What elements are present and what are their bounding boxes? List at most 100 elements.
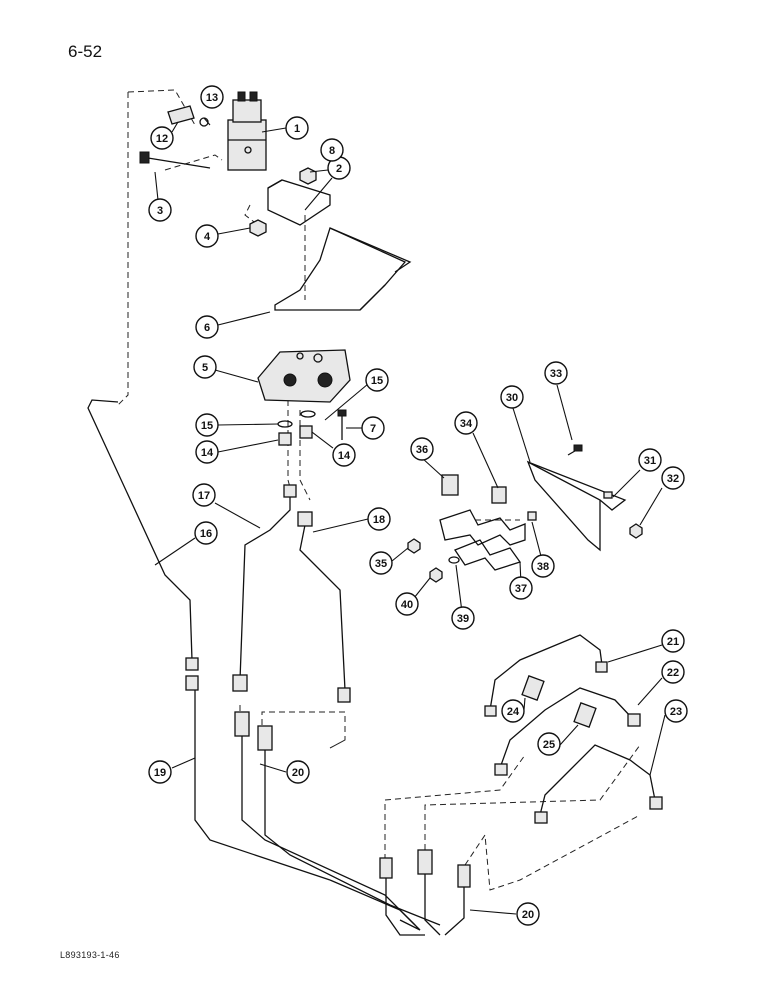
- svg-text:32: 32: [667, 473, 679, 485]
- svg-text:22: 22: [667, 667, 679, 679]
- callout-1: 1: [285, 116, 309, 140]
- callout-25: 25: [537, 732, 561, 756]
- callout-4: 4: [195, 224, 219, 248]
- tube-part-18: [297, 511, 351, 703]
- svg-text:35: 35: [375, 558, 387, 570]
- callout-14a: 14: [195, 440, 219, 464]
- nut-part-4: [249, 219, 267, 237]
- callout-19: 19: [148, 760, 172, 784]
- callout-2: 2: [327, 156, 351, 180]
- clamp-part-37: [439, 509, 526, 571]
- bracket-part-30: [526, 460, 627, 552]
- svg-text:14: 14: [201, 447, 214, 459]
- svg-text:16: 16: [200, 528, 212, 540]
- svg-text:20: 20: [522, 909, 534, 921]
- fittings-part-14: [278, 425, 313, 446]
- callout-13: 13: [200, 85, 224, 109]
- tube-part-22: [494, 687, 641, 776]
- leader-lines: [154, 117, 666, 915]
- tube-part-16: [87, 399, 199, 691]
- callout-7: 7: [361, 416, 385, 440]
- callout-40: 40: [395, 592, 419, 616]
- bolt-part-31: [603, 491, 613, 499]
- callouts: 1 2 3 4 5 6 7 8 12 13 14 14 15 15 16 17 …: [148, 85, 688, 926]
- mounting-plate-part-6: [274, 227, 412, 311]
- svg-text:15: 15: [201, 420, 213, 432]
- washer-part-39: [448, 556, 460, 564]
- callout-14b: 14: [332, 443, 356, 467]
- callout-37: 37: [509, 576, 533, 600]
- figure-reference-code: L893193-1-46: [60, 950, 120, 960]
- svg-text:8: 8: [329, 145, 335, 157]
- control-valve-part-5: [257, 349, 351, 403]
- callout-17: 17: [192, 483, 216, 507]
- svg-text:15: 15: [371, 375, 383, 387]
- callout-23: 23: [664, 699, 688, 723]
- callout-34: 34: [454, 411, 478, 435]
- bracket-part-2: [267, 179, 331, 226]
- callout-16: 16: [194, 521, 218, 545]
- callout-15b: 15: [365, 368, 389, 392]
- fitting-part-12: [167, 105, 209, 127]
- callout-20b: 20: [516, 902, 540, 926]
- callout-3: 3: [148, 198, 172, 222]
- hose-part-20-right: [379, 849, 471, 936]
- svg-text:6: 6: [204, 322, 210, 334]
- svg-text:31: 31: [644, 455, 656, 467]
- tube-part-17: [232, 484, 297, 692]
- callout-35: 35: [369, 551, 393, 575]
- svg-text:5: 5: [202, 362, 208, 374]
- tube-part-21: [484, 634, 608, 717]
- callout-20a: 20: [286, 760, 310, 784]
- callout-39: 39: [451, 606, 475, 630]
- callout-6: 6: [195, 315, 219, 339]
- callout-21: 21: [661, 629, 685, 653]
- svg-text:14: 14: [338, 450, 351, 462]
- callout-31: 31: [638, 448, 662, 472]
- tube-part-23: [534, 744, 663, 824]
- spacer-part-36: [441, 474, 459, 496]
- svg-text:21: 21: [667, 636, 679, 648]
- callout-36: 36: [410, 437, 434, 461]
- callout-22: 22: [661, 660, 685, 684]
- svg-text:39: 39: [457, 613, 469, 625]
- callout-24: 24: [501, 699, 525, 723]
- callout-38: 38: [531, 554, 555, 578]
- svg-text:4: 4: [204, 231, 211, 243]
- svg-text:24: 24: [507, 706, 520, 718]
- bolt-part-33: [567, 444, 583, 456]
- bolt-part-3: [139, 151, 211, 169]
- callout-15a: 15: [195, 413, 219, 437]
- svg-text:25: 25: [543, 739, 555, 751]
- svg-text:12: 12: [156, 133, 168, 145]
- svg-text:1: 1: [294, 123, 300, 135]
- solenoid-valve-part-1: [227, 91, 267, 171]
- svg-text:18: 18: [373, 514, 385, 526]
- fitting-part-25: [573, 702, 597, 728]
- callout-33: 33: [544, 361, 568, 385]
- svg-text:40: 40: [401, 599, 413, 611]
- svg-text:34: 34: [460, 418, 473, 430]
- callout-18: 18: [367, 507, 391, 531]
- nut-part-32: [629, 523, 643, 539]
- nut-part-35: [407, 538, 421, 554]
- bolt-part-7: [337, 409, 347, 440]
- callout-12: 12: [150, 126, 174, 150]
- hose-part-19: [194, 690, 416, 926]
- svg-text:38: 38: [537, 561, 549, 573]
- nut-part-40: [429, 567, 443, 583]
- svg-text:7: 7: [370, 423, 376, 435]
- svg-text:33: 33: [550, 368, 562, 380]
- fitting-part-24: [521, 675, 545, 701]
- svg-text:17: 17: [198, 490, 210, 502]
- callout-8: 8: [320, 138, 344, 162]
- callout-5: 5: [193, 355, 217, 379]
- svg-text:19: 19: [154, 767, 166, 779]
- svg-text:36: 36: [416, 444, 428, 456]
- svg-text:30: 30: [506, 392, 518, 404]
- svg-text:23: 23: [670, 706, 682, 718]
- svg-text:20: 20: [292, 767, 304, 779]
- nut-part-8: [299, 167, 317, 185]
